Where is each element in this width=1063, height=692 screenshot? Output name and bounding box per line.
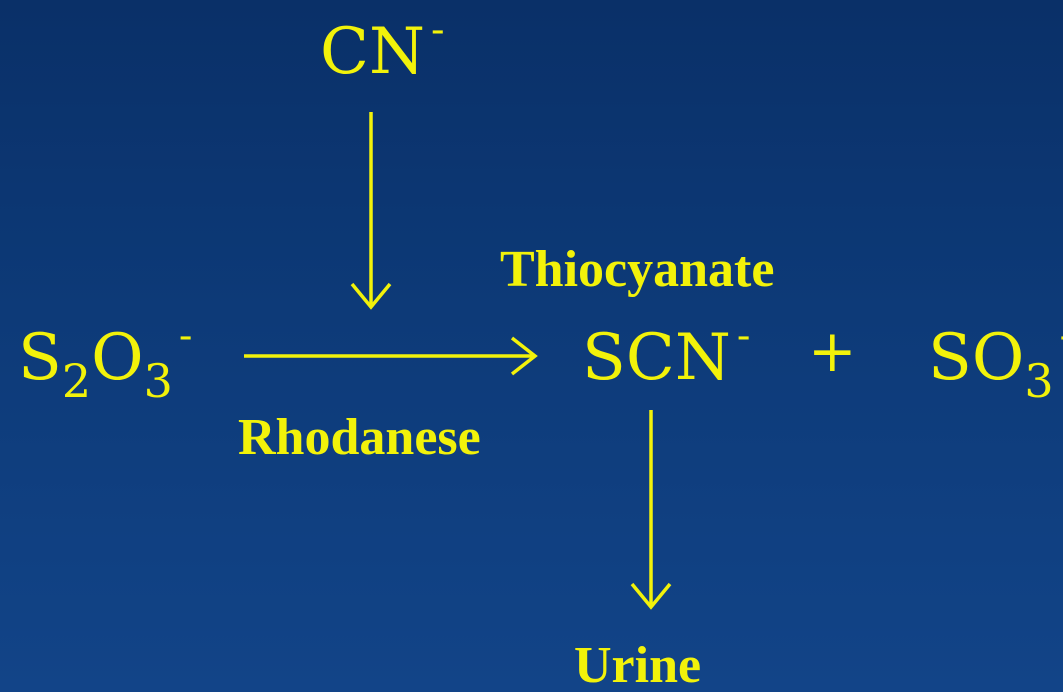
cyanide-charge: -: [430, 7, 445, 53]
plus-sign: +: [808, 317, 857, 385]
cyanide-formula: CN-: [320, 10, 444, 84]
urine-down-arrow: [630, 410, 672, 610]
thiosulfate-o-sub: 3: [143, 354, 173, 408]
sulfite-base: SO: [928, 321, 1025, 395]
thiosulfate-charge: -: [178, 313, 193, 359]
thiosulfate-o: O: [91, 321, 144, 395]
sulfite-charge: -: [1060, 313, 1063, 359]
thiosulfate-formula: S2O3-: [18, 316, 192, 404]
thiocyanate-formula: SCN-: [582, 316, 750, 390]
thiosulfate-s: S: [18, 321, 62, 395]
rhodanese-label: Rhodanese: [238, 409, 481, 466]
thiocyanate-label: Thiocyanate: [500, 241, 775, 298]
cyanide-down-arrow: [350, 112, 392, 310]
thiocyanate-charge: -: [736, 313, 751, 359]
sulfite-sub: 3: [1024, 354, 1054, 408]
reaction-arrow: [244, 336, 538, 376]
sulfite-formula: SO3-: [928, 316, 1063, 404]
thiosulfate-s-sub: 2: [61, 354, 92, 408]
urine-label: Urine: [574, 637, 702, 692]
cyanide-base: CN: [320, 15, 425, 89]
thiocyanate-base: SCN: [582, 321, 731, 395]
